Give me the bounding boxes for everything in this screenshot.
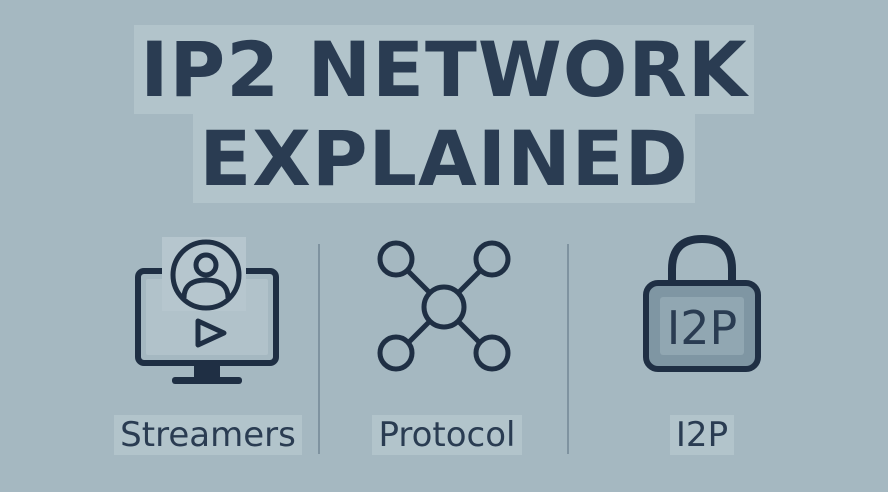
caption-protocol-text: Protocol	[372, 415, 522, 455]
monitor-user-play-icon	[132, 235, 282, 391]
caption-streamers-text: Streamers	[114, 415, 302, 455]
column-divider-right	[567, 244, 569, 454]
padlock-icon: I2P	[640, 234, 764, 375]
title-line-2: EXPLAINED	[0, 114, 888, 203]
network-nodes-icon	[372, 237, 516, 375]
caption-i2p-text: I2P	[669, 415, 735, 455]
column-divider-left	[318, 244, 320, 454]
title-line-1: IP2 NETWORK	[0, 22, 888, 118]
title-line-1-text: IP2 NETWORK	[134, 25, 754, 114]
title-line-2-text: EXPLAINED	[193, 114, 695, 203]
caption-protocol: Protocol	[342, 413, 552, 457]
caption-streamers: Streamers	[98, 413, 318, 457]
padlock-label: I2P	[666, 301, 738, 355]
caption-i2p: I2P	[632, 413, 772, 457]
